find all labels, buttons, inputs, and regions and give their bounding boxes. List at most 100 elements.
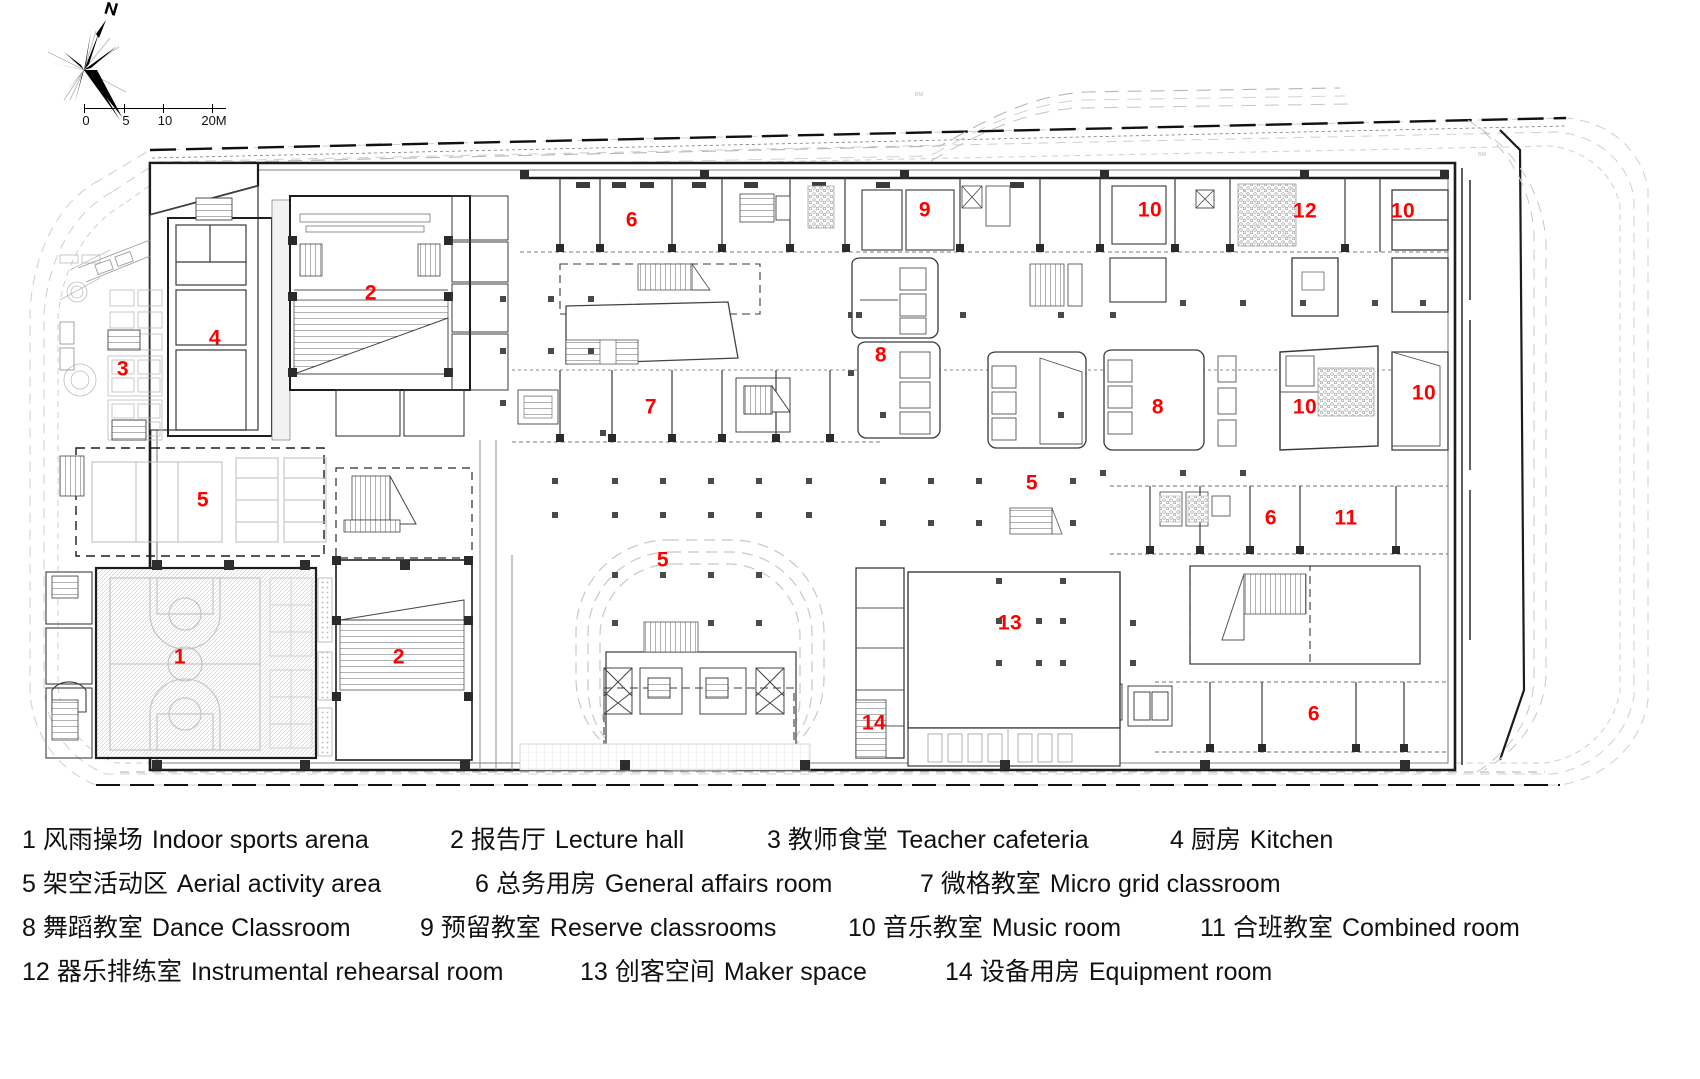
scale-tick-5: 5 [122,113,130,128]
legend-label-en: Micro grid classroom [1049,870,1281,898]
legend-label-cn: 总务用房 [495,869,596,898]
legend-number: 14 [945,958,973,986]
room-marker-10: 10 [1390,199,1416,223]
north-arrow-and-scale: 0 5 10 20M [34,0,227,140]
legend-number: 12 [22,958,50,986]
lecture-hall-upper [288,195,471,391]
legend-label-cn: 架空活动区 [42,869,168,898]
legend-number: 2 [450,826,464,854]
legend-number: 11 [1200,914,1226,942]
legend-number: 8 [22,914,36,942]
north-classroom-strip [520,176,1448,253]
legend-label-en: Instrumental rehearsal room [190,958,504,986]
perimeter-columns [152,170,1449,770]
room-marker-2: 2 [364,281,378,305]
north-letter [104,1,119,16]
room-marker-14: 14 [861,711,887,735]
scale-tick-20: 20M [201,113,227,128]
scale-bar-graphic [84,104,226,113]
room-marker-10: 10 [1411,381,1437,405]
east-classroom-wing [1093,189,1449,753]
room-marker-6: 6 [625,208,639,232]
legend-label-en: Kitchen [1249,826,1334,854]
legend-number: 5 [22,870,36,898]
legend-number: 4 [1170,826,1184,854]
legend-label-cn: 音乐教室 [882,913,983,942]
legend-number: 1 [22,826,36,854]
room-marker-8: 8 [1151,395,1165,419]
legend-number: 6 [475,870,489,898]
oval-track-atrium [519,478,825,771]
legend-label-en: Teacher cafeteria [896,826,1089,854]
plan-drawing: BM BM [29,87,1649,786]
legend-label-en: Reserve classrooms [549,914,777,942]
scale-tick-0: 0 [82,113,90,128]
maker-space-block [855,567,1121,767]
indoor-sports-arena [94,566,333,760]
room-marker-10: 10 [1137,198,1163,222]
lecture-hall-lower [332,467,473,761]
room-marker-5: 5 [656,548,670,572]
legend-label-en: Dance Classroom [151,914,351,942]
room-marker-8: 8 [874,343,888,367]
legend-label-en: Indoor sports arena [151,826,369,854]
legend-number: 9 [420,914,434,942]
dance-classroom-cluster [851,257,1237,535]
room-marker-11: 11 [1334,506,1358,530]
room-marker-7: 7 [644,395,658,419]
room-marker-1: 1 [173,645,187,669]
cafeteria-block [59,185,291,441]
legend-label-cn: 合班教室 [1232,913,1333,942]
room-marker-3: 3 [116,357,130,381]
legend-label-en: Combined room [1341,914,1520,942]
legend-label-cn: 厨房 [1190,825,1241,854]
scale-bar-labels: 0 5 10 20M [74,113,234,131]
legend-label-cn: 微格教室 [940,869,1041,898]
legend-label-cn: 舞蹈教室 [42,913,143,942]
room-marker-6: 6 [1307,702,1321,726]
legend-number: 7 [920,870,934,898]
svg-text:BM: BM [915,92,924,98]
legend-label-cn: 预留教室 [440,913,541,942]
legend-label-en: General affairs room [604,870,833,898]
legend-label-cn: 教师食堂 [787,825,888,854]
room-marker-12: 12 [1292,199,1318,223]
plan-svg: BM BM [29,87,1649,786]
legend-label-en: Equipment room [1088,958,1273,986]
room-marker-10: 10 [1292,395,1318,419]
scale-tick-10: 10 [157,113,173,128]
room-marker-13: 13 [997,611,1023,635]
legend-label-en: Maker space [723,958,867,986]
room-marker-5: 5 [196,488,210,512]
compass-rose-icon [47,1,127,120]
legend-label-cn: 报告厅 [470,825,546,854]
legend-number: 10 [848,914,876,942]
legend-label-cn: 器乐排练室 [56,957,182,986]
legend-number: 3 [767,826,781,854]
legend-label-en: Aerial activity area [176,870,382,898]
legend-label-cn: 风雨操场 [42,825,143,854]
room-marker-9: 9 [918,198,932,222]
aerial-activity-courts [59,447,327,557]
room-marker-5: 5 [1025,471,1039,495]
room-marker-4: 4 [208,326,222,350]
reserve-classroom-core [861,185,1167,303]
